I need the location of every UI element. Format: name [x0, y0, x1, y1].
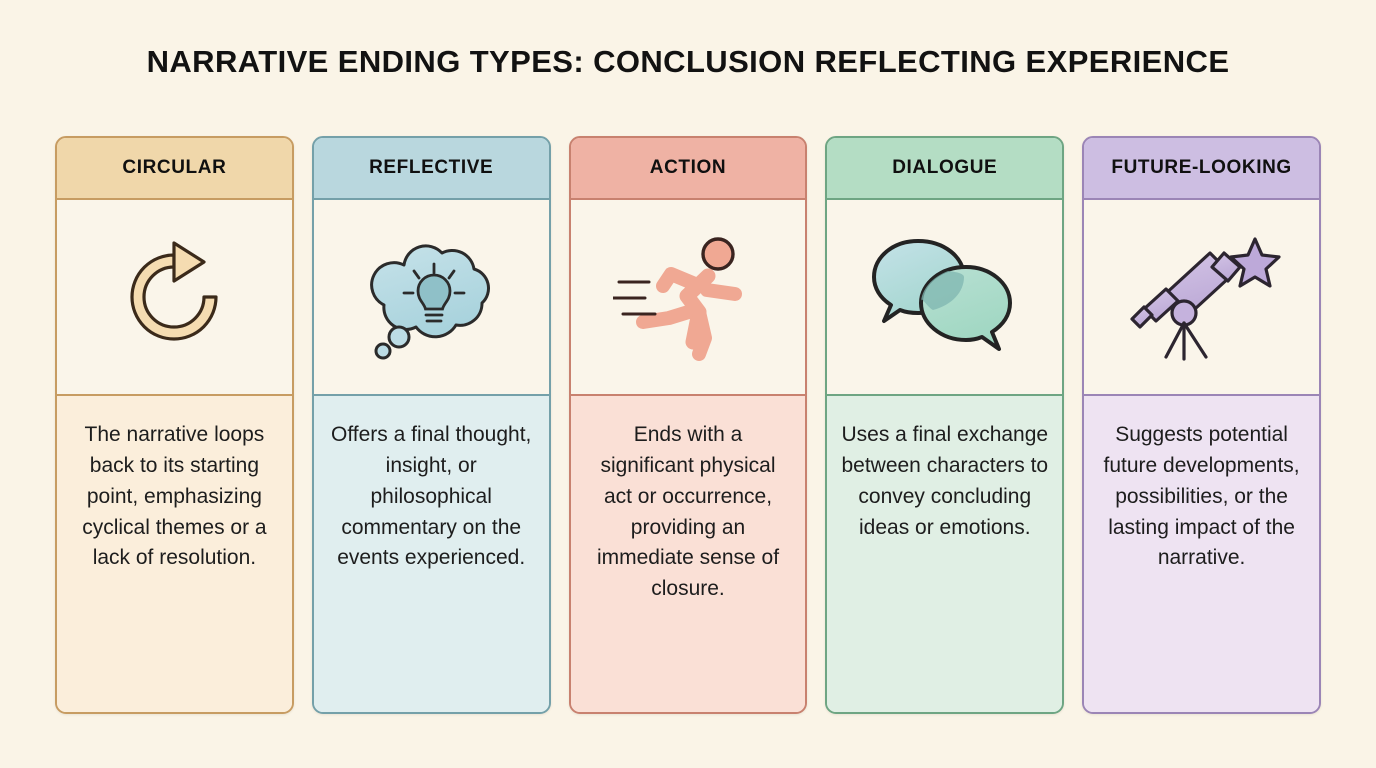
card-header-reflective: REFLECTIVE	[313, 138, 549, 200]
card-future-looking: FUTURE-LOOKING	[1082, 136, 1321, 714]
card-body-action: Ends with a significant physical act or …	[570, 396, 806, 712]
icon-area-reflective	[313, 200, 549, 396]
card-header-future-looking: FUTURE-LOOKING	[1084, 138, 1319, 200]
running-person-icon	[612, 232, 763, 362]
card-description-reflective: Offers a final thought, insight, or phil…	[330, 423, 532, 570]
card-description-action: Ends with a significant physical act or …	[596, 423, 780, 601]
card-body-future-looking: Suggests potential future developments, …	[1084, 396, 1319, 712]
thought-cloud-lightbulb-icon	[356, 231, 506, 363]
card-description-circular: The narrative loops back to its starting…	[82, 423, 267, 570]
icon-area-action	[570, 200, 806, 396]
page-title: NARRATIVE ENDING TYPES: CONCLUSION REFLE…	[146, 44, 1230, 79]
card-circular: CIRCULAR The narrative loops back to its…	[55, 136, 294, 714]
card-reflective: REFLECTIVE	[311, 136, 551, 714]
card-body-reflective: Offers a final thought, insight, or phil…	[313, 396, 549, 712]
card-header-action: ACTION	[570, 138, 806, 200]
icon-area-future-looking	[1084, 200, 1319, 396]
card-dialogue: DIALOGUE	[825, 136, 1065, 714]
icon-area-circular	[57, 200, 292, 396]
card-title-reflective: REFLECTIVE	[369, 157, 494, 178]
card-title-action: ACTION	[649, 157, 727, 178]
icon-area-dialogue	[827, 200, 1063, 396]
card-header-circular: CIRCULAR	[57, 138, 292, 200]
card-body-circular: The narrative loops back to its starting…	[57, 396, 292, 712]
ending-types-card-row: CIRCULAR The narrative loops back to its…	[55, 136, 1321, 714]
card-title-circular: CIRCULAR	[122, 157, 227, 178]
card-description-future-looking: Suggests potential future developments, …	[1103, 423, 1300, 570]
card-title-dialogue: DIALOGUE	[892, 157, 998, 178]
card-header-dialogue: DIALOGUE	[827, 138, 1063, 200]
card-body-dialogue: Uses a final exchange between characters…	[827, 396, 1063, 712]
card-action: ACTION	[568, 136, 808, 714]
circular-arrow-loop-icon	[110, 233, 238, 361]
speech-bubbles-icon	[870, 233, 1020, 361]
card-title-future-looking: FUTURE-LOOKING	[1111, 157, 1292, 178]
telescope-star-icon	[1122, 231, 1282, 363]
card-description-dialogue: Uses a final exchange between characters…	[841, 423, 1049, 539]
